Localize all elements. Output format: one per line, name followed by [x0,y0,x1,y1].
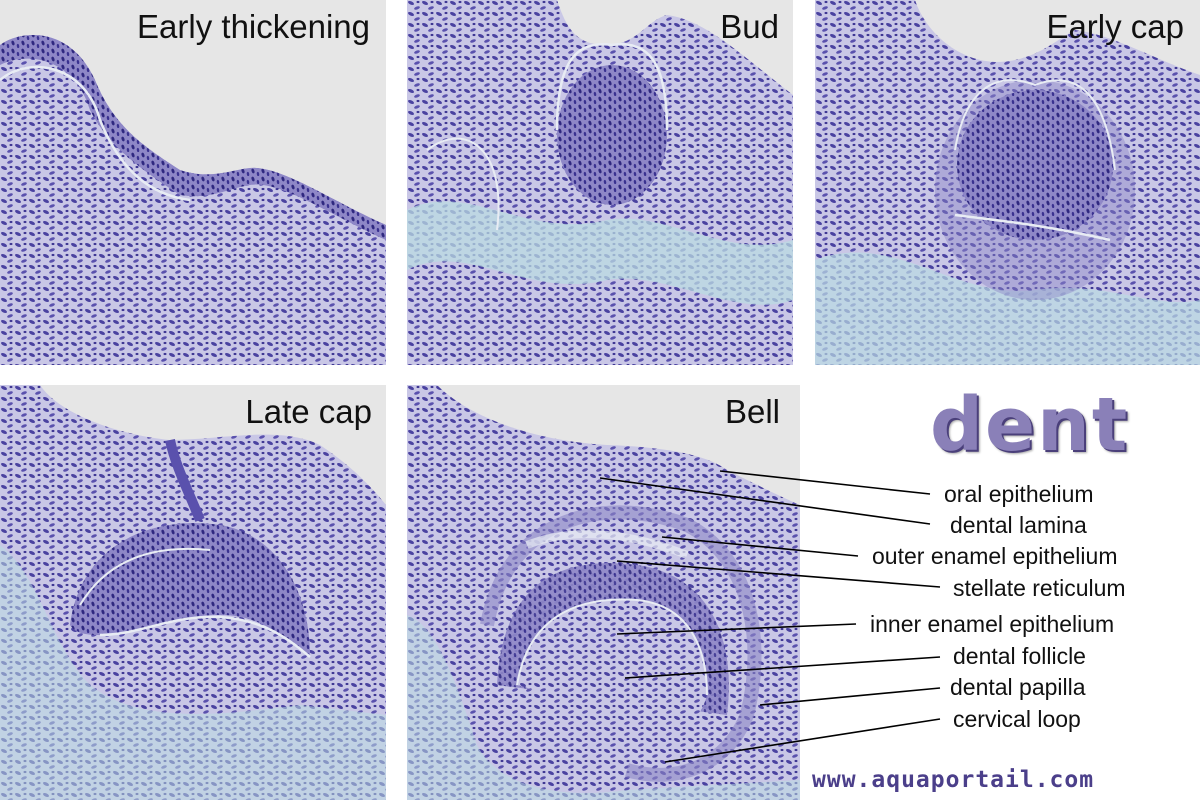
website-url: www.aquaportail.com [812,767,1095,793]
panel-title: Early cap [1046,8,1184,45]
panel-title: Late cap [245,393,372,430]
panel-title: Early thickening [137,8,370,45]
label-dental-lamina: dental lamina [950,512,1087,538]
label-dental-papilla: dental papilla [950,674,1086,700]
histology-image-late-cap [0,385,386,800]
histology-image-early-cap [815,0,1200,365]
panel-early-cap: Early cap [815,0,1200,365]
panel-bud: Bud [407,0,793,365]
panel-late-cap: Late cap [0,385,386,800]
histology-image-bell [407,385,800,800]
panel-early-thickening: Early thickening [0,0,386,365]
label-inner-enamel-epithelium: inner enamel epithelium [870,611,1115,637]
panel-title: Bell [724,393,780,430]
label-cervical-loop: cervical loop [953,706,1081,732]
label-outer-enamel-epithelium: outer enamel epithelium [872,543,1118,569]
label-stellate-reticulum: stellate reticulum [953,575,1126,601]
histology-image-early-thickening [0,0,386,365]
brand-logo-text: dent [930,382,1130,468]
label-oral-epithelium: oral epithelium [944,481,1094,507]
label-dental-follicle: dental follicle [953,643,1086,669]
histology-image-bud [407,0,793,365]
panel-bell: Bell [407,385,800,800]
panel-title: Bud [720,8,779,45]
